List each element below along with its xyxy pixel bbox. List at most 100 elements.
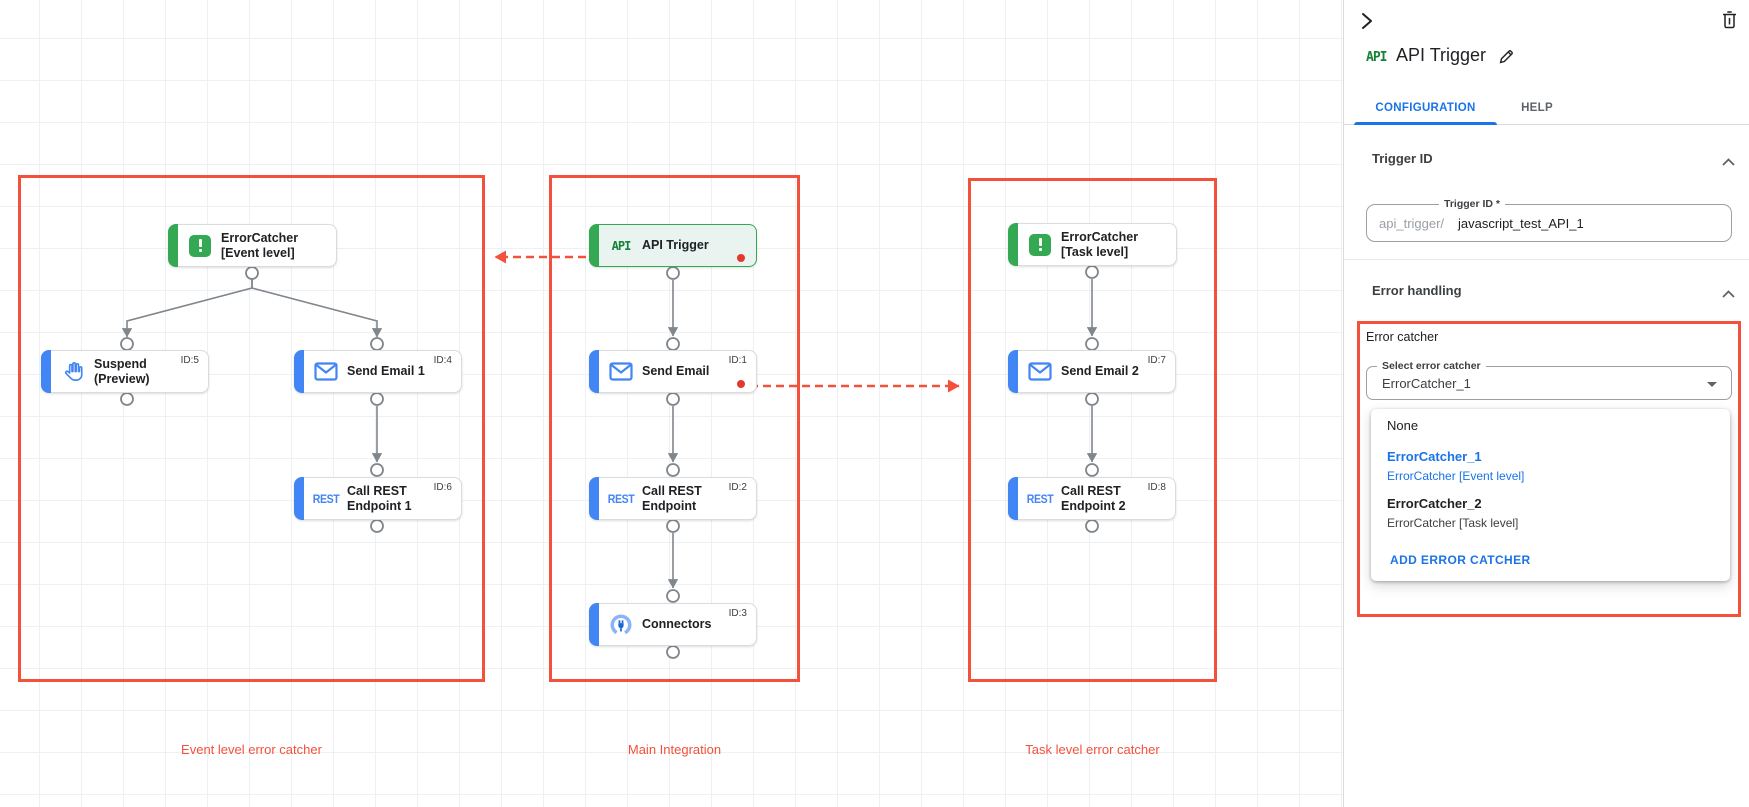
node-accent-bar [1008,223,1018,266]
group-box-task-level [968,178,1217,682]
connector-port[interactable] [666,519,680,533]
node-send-email[interactable]: Send Email ID:1 [589,350,757,393]
group-label-main-integration: Main Integration [627,742,722,757]
error-catcher-group-label: Error catcher [1366,330,1439,344]
api-trigger-badge-icon: API [1366,50,1388,65]
connector-port[interactable] [245,266,259,280]
connector-port[interactable] [666,589,680,603]
active-tab-indicator [1354,122,1497,125]
node-connectors[interactable]: Connectors ID:3 [589,603,757,646]
add-error-catcher-button[interactable]: ADD ERROR CATCHER [1390,553,1531,567]
email-icon [607,362,635,381]
node-accent-bar [41,350,51,393]
node-suspend-preview[interactable]: Suspend (Preview) ID:5 [41,350,209,393]
connector-port[interactable] [666,266,680,280]
connector-port[interactable] [370,519,384,533]
config-panel: API API Trigger CONFIGURATION HELP Trigg… [1343,0,1749,807]
connector-port[interactable] [1085,337,1099,351]
node-id-badge: ID:2 [728,482,747,493]
rest-icon: REST [1026,491,1054,506]
tab-configuration[interactable]: CONFIGURATION [1375,102,1476,114]
connector-port[interactable] [666,463,680,477]
node-accent-bar [589,224,599,267]
collapse-section-error-handling[interactable] [1722,285,1735,303]
menu-item-errorcatcher-2[interactable]: ErrorCatcher_2 [1387,496,1482,511]
menu-item-errorcatcher-2-sublabel[interactable]: ErrorCatcher [Task level] [1387,516,1519,530]
select-error-catcher[interactable]: Select error catcher ErrorCatcher_1 [1366,360,1732,400]
chevron-right-icon [1362,13,1372,29]
delete-trigger-button[interactable] [1721,10,1738,34]
trigger-id-field[interactable]: Trigger ID * api_trigger/ javascript_tes… [1366,198,1732,242]
connector-port[interactable] [1085,463,1099,477]
connector-port[interactable] [1085,265,1099,279]
error-catcher-dot [737,380,745,388]
node-label: Send Email 2 [1061,364,1139,379]
menu-item-none[interactable]: None [1387,418,1419,433]
connector-port[interactable] [120,392,134,406]
error-catcher-dot [737,254,745,262]
menu-item-errorcatcher-1[interactable]: ErrorCatcher_1 [1387,449,1482,464]
node-label: Call REST Endpoint 1 [347,483,412,513]
node-label: Call REST Endpoint [642,483,702,513]
node-call-rest-endpoint-1[interactable]: REST Call REST Endpoint 1 ID:6 [294,477,462,520]
node-id-badge: ID:5 [180,355,199,366]
group-box-event-level [18,175,485,682]
connector-port[interactable] [370,463,384,477]
connector-port[interactable] [666,645,680,659]
edge-layer [120,250,1099,659]
node-call-rest-endpoint-2[interactable]: REST Call REST Endpoint 2 ID:8 [1008,477,1176,520]
node-label: Send Email [642,364,710,379]
group-label-task-level: Task level error catcher [1025,742,1160,757]
error-catcher-highlight-box [1357,321,1741,617]
tab-help[interactable]: HELP [1521,102,1553,114]
connector-port[interactable] [1085,519,1099,533]
collapse-section-trigger-id[interactable] [1722,153,1735,171]
node-label: ErrorCatcher [Task level] [1061,229,1139,259]
trigger-id-prefix: api_trigger/ [1379,216,1445,231]
trigger-id-field-label: Trigger ID * [1439,198,1506,210]
trash-icon [1723,11,1736,29]
node-label: Send Email 1 [347,364,425,379]
connector-port[interactable] [120,337,134,351]
error-catcher-icon [186,234,214,257]
node-accent-bar [1008,477,1018,520]
dropdown-caret-icon [1707,382,1717,387]
node-accent-bar [1008,350,1018,393]
email-icon [1026,362,1054,381]
node-send-email-2[interactable]: Send Email 2 ID:7 [1008,350,1176,393]
pencil-icon [1499,50,1513,64]
connector-port[interactable] [666,392,680,406]
collapse-panel-button[interactable] [1359,12,1375,35]
chevron-up-icon [1722,290,1735,298]
node-errorcatcher-task-level[interactable]: ErrorCatcher [Task level] [1008,223,1177,266]
section-divider [1344,259,1749,260]
node-accent-bar [589,350,599,393]
node-api-trigger[interactable]: API API Trigger [589,224,757,267]
menu-item-errorcatcher-1-sublabel[interactable]: ErrorCatcher [Event level] [1387,469,1525,483]
group-box-main-integration [549,175,800,682]
node-id-badge: ID:6 [433,482,452,493]
node-id-badge: ID:4 [433,355,452,366]
rest-icon: REST [312,491,340,506]
node-id-badge: ID:7 [1147,355,1166,366]
node-send-email-1[interactable]: Send Email 1 ID:4 [294,350,462,393]
panel-tabs: CONFIGURATION HELP [1344,92,1749,125]
section-heading-trigger-id: Trigger ID [1372,151,1433,166]
node-accent-bar [589,477,599,520]
integration-canvas[interactable]: Event level error catcher Main Integrati… [0,0,1343,807]
connector-port[interactable] [1085,392,1099,406]
connector-port[interactable] [666,337,680,351]
edit-title-button[interactable] [1498,48,1515,70]
node-call-rest-endpoint[interactable]: REST Call REST Endpoint ID:2 [589,477,757,520]
trigger-id-value[interactable]: javascript_test_API_1 [1458,216,1584,231]
node-label: Suspend (Preview) [94,356,150,386]
node-accent-bar [589,603,599,646]
node-accent-bar [294,477,304,520]
connector-port[interactable] [370,392,384,406]
node-label: Connectors [642,617,712,632]
api-icon: API [611,238,632,253]
select-error-catcher-label: Select error catcher [1377,360,1486,372]
node-errorcatcher-event-level[interactable]: ErrorCatcher [Event level] [168,224,337,267]
connector-port[interactable] [370,337,384,351]
